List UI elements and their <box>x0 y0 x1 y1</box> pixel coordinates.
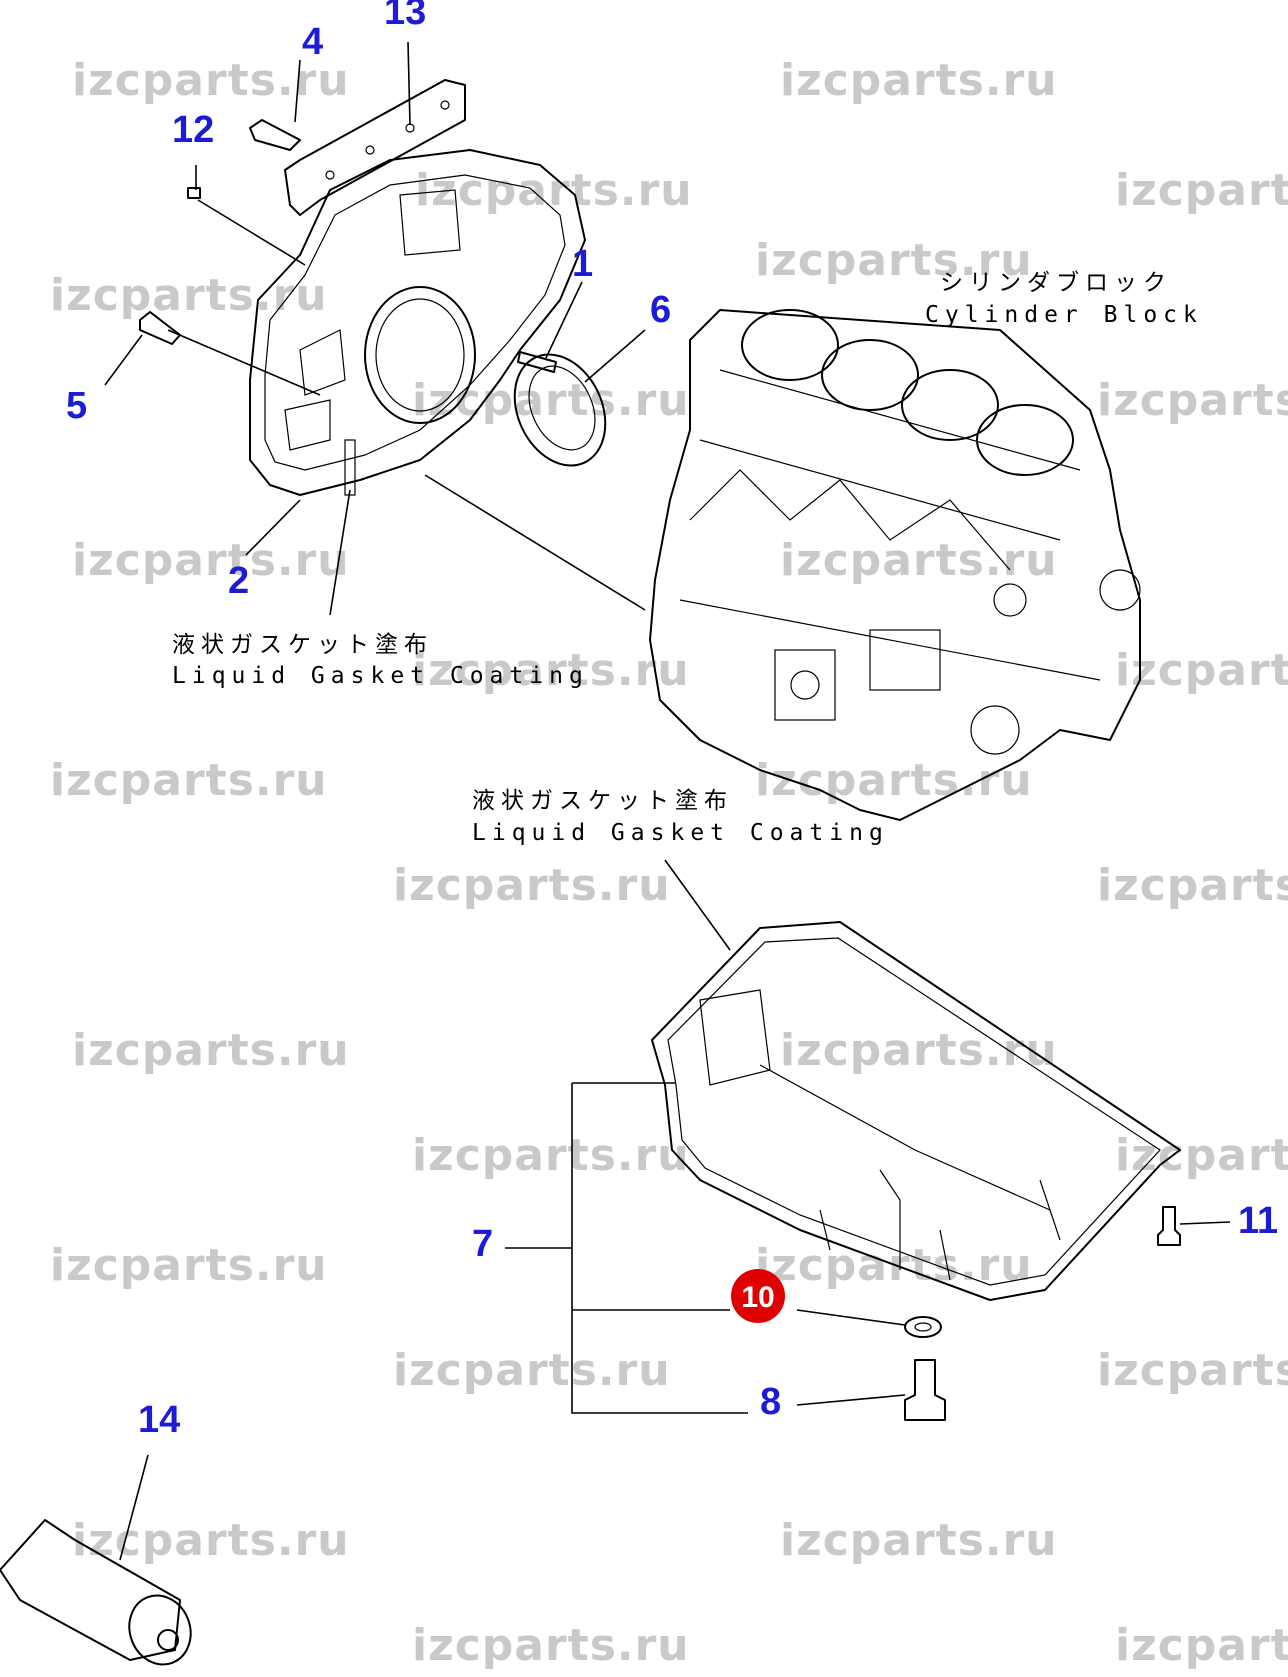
watermark: izcparts.ru <box>780 55 1058 106</box>
highlight-marker[interactable] <box>731 1269 785 1323</box>
watermark: izcparts.ru <box>72 535 350 586</box>
notes: シリンダブロック Cylinder Block 液状ガスケット塗布 Liquid… <box>172 270 1203 846</box>
watermark: izcparts.ru <box>780 1515 1058 1566</box>
callout-5: 5 <box>66 385 87 427</box>
leader-lines <box>104 41 1231 1561</box>
gasket-tube-drawing <box>0 1519 192 1666</box>
watermark: izcparts.ru <box>415 165 693 216</box>
watermark: izcparts.ru <box>72 1515 350 1566</box>
callout-13: 13 <box>384 0 426 33</box>
gasket-note-2-jp: 液状ガスケット塗布 <box>472 788 733 814</box>
gasket-note-2-en: Liquid Gasket Coating <box>472 820 889 846</box>
watermark: izcparts.ru <box>1115 645 1288 696</box>
callouts: 13 4 12 1 6 5 2 7 8 11 14 10 <box>66 0 1278 1441</box>
callout-7: 7 <box>472 1223 493 1265</box>
gasket-note-1-en: Liquid Gasket Coating <box>172 663 589 689</box>
watermark: izcparts.ru <box>412 1130 690 1181</box>
watermark: izcparts.ru <box>1115 165 1288 216</box>
watermark: izcparts.ru <box>1097 1345 1288 1396</box>
cylinder-block-label-jp: シリンダブロック <box>940 270 1172 296</box>
callout-14: 14 <box>138 1399 180 1441</box>
watermark: izcparts.ru <box>393 860 671 911</box>
gasket-note-1-jp: 液状ガスケット塗布 <box>172 632 433 658</box>
gear-case-drawing <box>139 79 607 496</box>
watermark-layer: izcparts.ru izcparts.ru izcparts.ru izcp… <box>50 55 1288 1671</box>
cylinder-block-drawing <box>649 309 1141 821</box>
watermark: izcparts.ru <box>50 1240 328 1291</box>
cylinder-block-label-en: Cylinder Block <box>925 302 1203 328</box>
watermark: izcparts.ru <box>412 645 690 696</box>
callout-10[interactable]: 10 <box>741 1281 774 1314</box>
callout-2: 2 <box>228 560 249 602</box>
watermark: izcparts.ru <box>780 1025 1058 1076</box>
watermark: izcparts.ru <box>755 755 1033 806</box>
watermark: izcparts.ru <box>50 755 328 806</box>
watermark: izcparts.ru <box>412 1620 690 1671</box>
watermark: izcparts.ru <box>1097 375 1288 426</box>
callout-6: 6 <box>650 289 671 331</box>
watermark: izcparts.ru <box>50 270 328 321</box>
callout-1: 1 <box>572 243 593 285</box>
oil-pan-drawing <box>651 921 1181 1421</box>
watermark: izcparts.ru <box>393 1345 671 1396</box>
watermark: izcparts.ru <box>1115 1130 1288 1181</box>
watermark: izcparts.ru <box>780 535 1058 586</box>
watermark: izcparts.ru <box>1115 1620 1288 1671</box>
watermark: izcparts.ru <box>72 1025 350 1076</box>
watermark: izcparts.ru <box>72 55 350 106</box>
callout-4: 4 <box>302 21 323 63</box>
callout-12: 12 <box>172 109 214 151</box>
watermark: izcparts.ru <box>1097 860 1288 911</box>
callout-11: 11 <box>1238 1200 1278 1242</box>
watermark: izcparts.ru <box>755 235 1033 286</box>
callout-8: 8 <box>760 1381 781 1423</box>
watermark: izcparts.ru <box>755 1240 1033 1291</box>
